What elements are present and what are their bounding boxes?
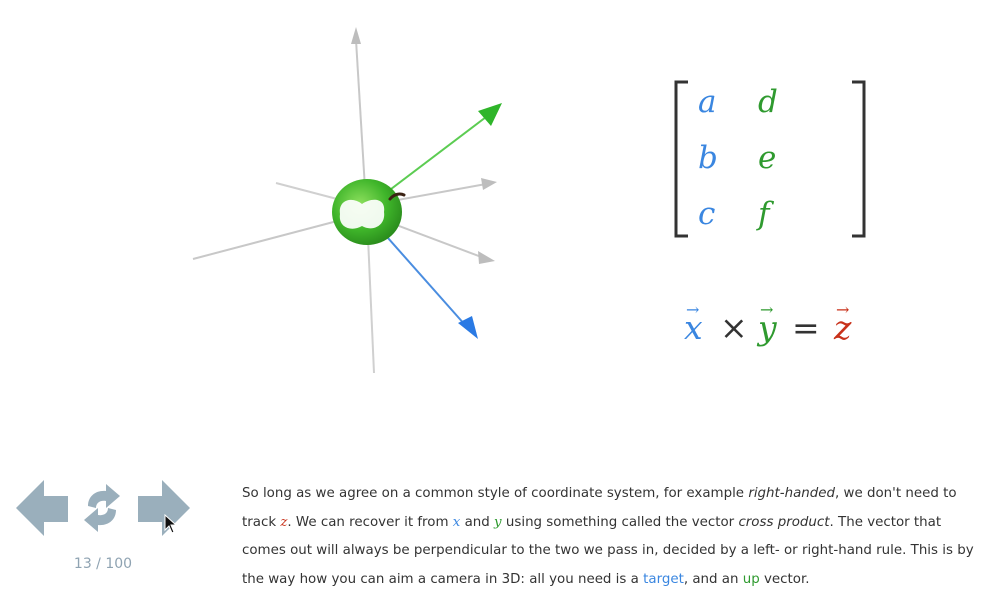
vertical-axis-arrowhead [351, 27, 361, 44]
mouse-cursor-icon [164, 514, 178, 534]
matrix-right-bracket [852, 80, 866, 238]
caption-segment: and [460, 514, 495, 530]
matrix-cell: e [758, 140, 777, 176]
forward-arrow-icon[interactable] [138, 478, 190, 538]
horizontal-axis-left [192, 214, 361, 260]
equals-symbol: = [792, 308, 820, 347]
green-vector-arrowhead [478, 103, 502, 126]
caption-emphasis-right-handed: right-handed [748, 486, 836, 501]
matrix-row: c f [672, 194, 868, 250]
coordinate-scene [192, 27, 502, 374]
up-term: up [742, 572, 760, 588]
matrix-cell: f [758, 196, 770, 232]
caption-segment: , we don't need to track [242, 486, 957, 530]
horizontal-axis-arrowhead [478, 251, 495, 264]
times-symbol: × [720, 308, 748, 347]
matrix-cell: b [698, 140, 718, 176]
matrix-row: b e [672, 138, 868, 194]
vector-x-letter: x [684, 308, 703, 347]
caption-text: So long as we agree on a common style of… [242, 480, 982, 595]
caption-segment: , and an [683, 572, 743, 588]
inline-vector-z: z [280, 514, 288, 530]
caption-emphasis-cross-product: cross product [738, 514, 830, 530]
vector-z-letter: z [834, 308, 852, 347]
blue-vector-arrowhead [458, 316, 478, 339]
caption-segment: . The vector that comes out will always … [242, 514, 974, 588]
caption-segment: using something called the vector [501, 514, 739, 530]
depth-axis-arrowhead [481, 178, 497, 190]
matrix-left-bracket [674, 80, 688, 238]
vector-arrow: → [836, 300, 850, 319]
matrix-cell: a [698, 84, 717, 120]
refresh-icon[interactable] [80, 484, 124, 532]
matrix: a d b e c f [672, 80, 868, 238]
slide-navigation [10, 470, 200, 590]
matrix-cell: d [758, 84, 778, 120]
caption-segment: So long as we agree on a common style of… [242, 486, 749, 501]
matrix-cell: c [698, 196, 716, 232]
slide-counter: 13 / 100 [73, 556, 133, 572]
caption-segment: vector. [759, 572, 810, 588]
caption-segment: . We can recover it from [287, 514, 453, 530]
inline-vector-x: x [452, 514, 461, 530]
matrix-row: a d [672, 82, 868, 138]
inline-vector-y: y [494, 514, 502, 530]
vector-arrow: → [760, 300, 774, 319]
cross-product-equation: →x × →y = →z [682, 302, 872, 354]
vertical-axis-up [355, 39, 367, 206]
back-arrow-icon[interactable] [16, 478, 68, 538]
apple-icon [332, 179, 406, 245]
target-term: target [643, 572, 684, 588]
vector-y-letter: y [758, 308, 777, 347]
vector-arrow: → [686, 300, 700, 319]
